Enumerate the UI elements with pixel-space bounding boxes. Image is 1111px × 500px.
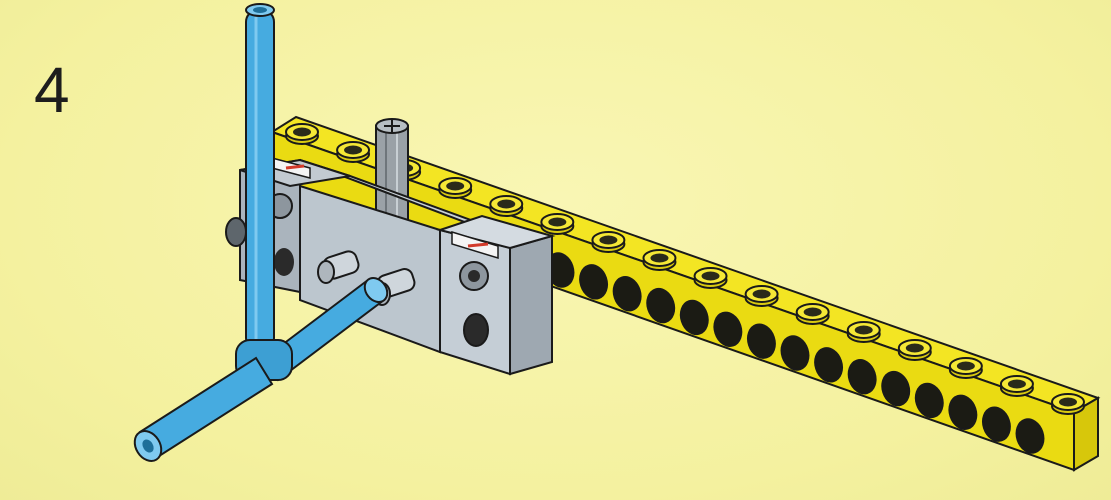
beam-stud: [1001, 376, 1033, 396]
beam-stud: [337, 142, 369, 162]
beam-stud: [899, 340, 931, 360]
beam-stud: [797, 304, 829, 324]
beam-stud: [592, 232, 624, 252]
beam-stud: [746, 286, 778, 306]
beam-stud: [490, 196, 522, 216]
beam-stud: [643, 250, 675, 270]
beam-stud: [950, 358, 982, 378]
gray-axle: [376, 119, 408, 226]
beam-stud: [541, 214, 573, 234]
beam-stud: [848, 322, 880, 342]
beam-stud: [695, 268, 727, 288]
beam-stud: [1052, 394, 1084, 414]
beam-stud: [439, 178, 471, 198]
beam-stud: [286, 124, 318, 144]
